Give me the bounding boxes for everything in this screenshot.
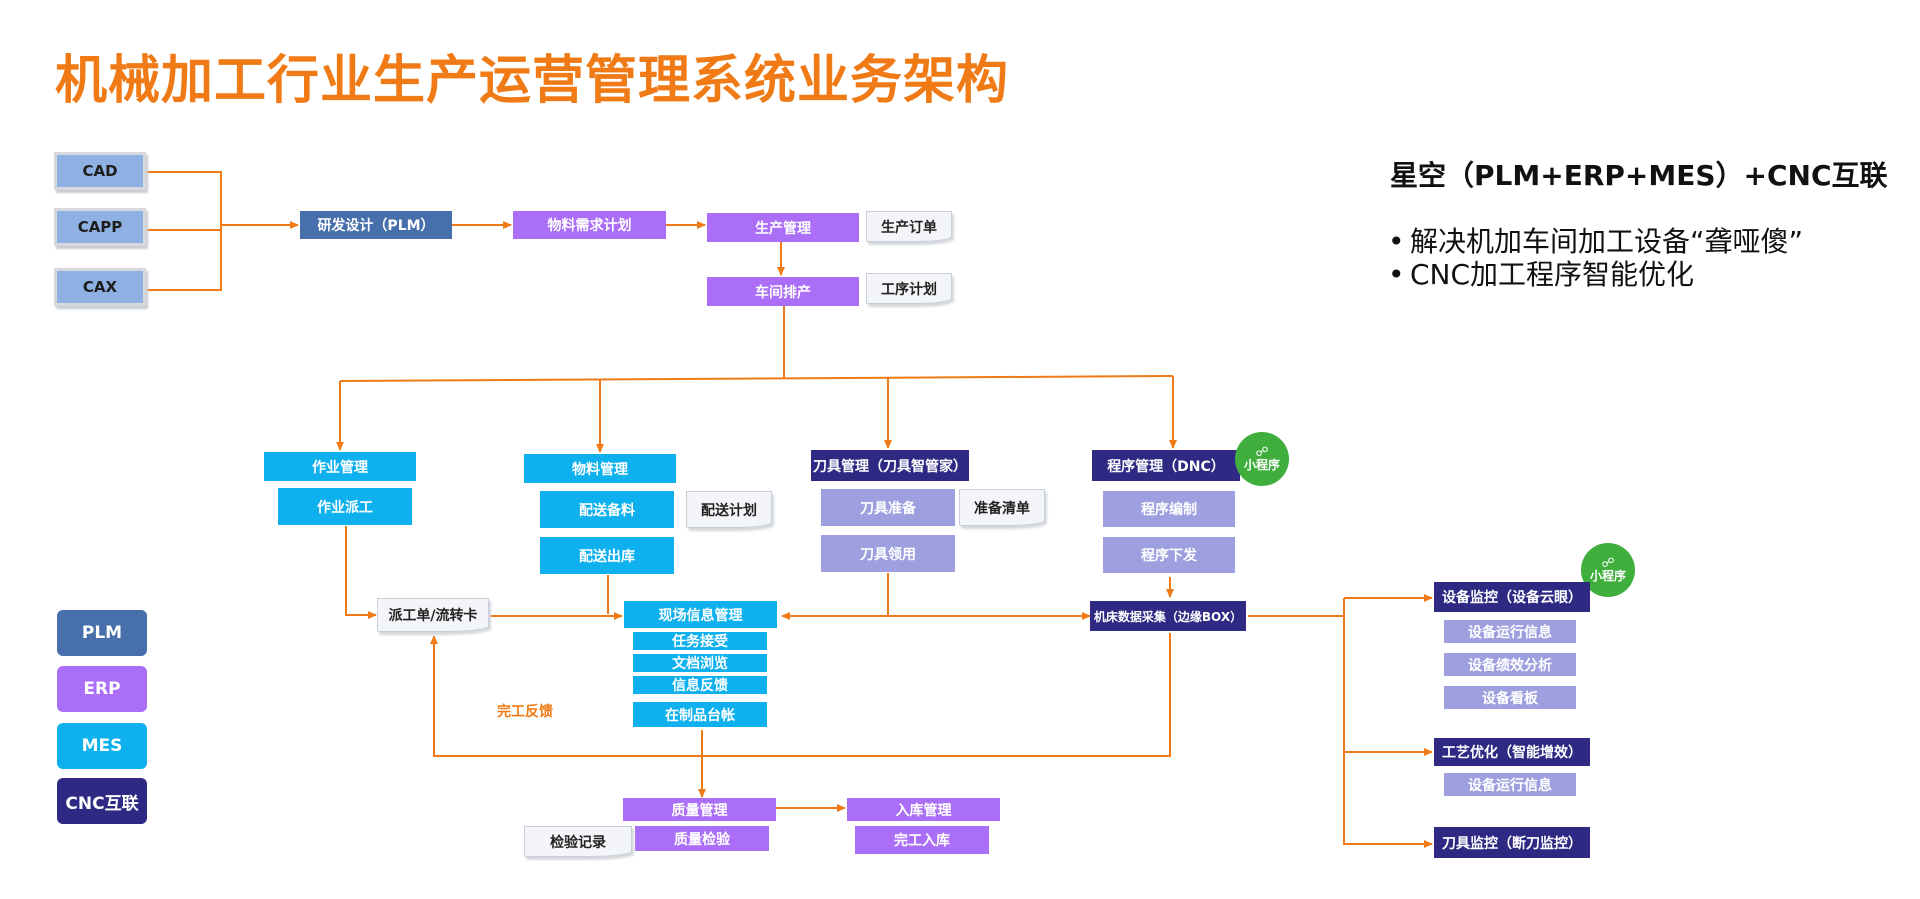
wip-ledger-node: 在制品台帐 (633, 702, 767, 727)
program-edit-node: 程序编制 (1103, 491, 1235, 527)
warehouse-mgmt-node: 入库管理 (847, 798, 1000, 821)
bullet-item: •解决机加车间加工设备“聋哑傻” (1388, 225, 1804, 258)
process-plan-doc: 工序计划 (866, 273, 952, 304)
inspection-record-doc: 检验记录 (524, 826, 632, 857)
equip-monitor-node: 设备监控（设备云眼） (1434, 582, 1590, 612)
side-bullets: •解决机加车间加工设备“聋哑傻” •CNC加工程序智能优化 (1388, 225, 1803, 291)
bullet-item: •CNC加工程序智能优化 (1388, 258, 1695, 291)
source-cax: CAX (54, 268, 146, 306)
doc-browse-node: 文档浏览 (633, 654, 767, 672)
tool-mgmt-node: 刀具管理（刀具智管家） (811, 450, 969, 481)
page-title: 机械加工行业生产运营管理系统业务架构 (55, 51, 1010, 111)
legend-plm: PLM (57, 610, 147, 656)
mini-program-badge-dnc[interactable]: ☍ 小程序 (1235, 432, 1289, 486)
task-accept-node: 任务接受 (633, 632, 767, 650)
source-cad: CAD (54, 152, 146, 190)
legend-mes: MES (57, 723, 147, 769)
production-mgmt-node: 生产管理 (707, 213, 859, 242)
mini-program-badge-equip[interactable]: ☍ 小程序 (1581, 543, 1635, 597)
delivery-out-node: 配送出库 (540, 537, 674, 574)
production-order-doc: 生产订单 (866, 211, 952, 242)
material-mgmt-node: 物料管理 (524, 454, 676, 483)
link-icon: ☍ (1255, 445, 1269, 460)
machine-collect-node: 机床数据采集（边缘BOX） (1090, 601, 1246, 631)
job-mgmt-node: 作业管理 (264, 452, 416, 481)
source-capp: CAPP (54, 208, 146, 246)
completion-feedback-label: 完工反馈 (497, 704, 553, 720)
legend-erp: ERP (57, 666, 147, 712)
equip-board-node: 设备看板 (1444, 686, 1576, 709)
delivery-prep-node: 配送备料 (540, 491, 674, 528)
quality-mgmt-node: 质量管理 (623, 798, 776, 821)
finish-storage-node: 完工入库 (855, 826, 989, 854)
dispatch-card-doc: 派工单/流转卡 (377, 598, 489, 632)
tool-monitor-node: 刀具监控（断刀监控） (1434, 827, 1590, 858)
process-run-info-node: 设备运行信息 (1444, 773, 1576, 796)
tool-prep-node: 刀具准备 (821, 489, 955, 526)
program-mgmt-node: 程序管理（DNC） (1092, 450, 1240, 481)
info-feedback-node: 信息反馈 (633, 676, 767, 694)
plm-design-node: 研发设计（PLM） (300, 211, 452, 239)
site-info-node: 现场信息管理 (624, 601, 777, 628)
workshop-schedule-node: 车间排产 (707, 277, 859, 306)
material-demand-node: 物料需求计划 (513, 211, 666, 239)
legend-cnc: CNC互联 (57, 778, 147, 824)
job-dispatch-node: 作业派工 (278, 488, 412, 525)
program-issue-node: 程序下发 (1103, 537, 1235, 573)
delivery-plan-doc: 配送计划 (686, 491, 772, 528)
side-title: 星空（PLM+ERP+MES）+CNC互联 (1390, 159, 1888, 192)
equip-perf-node: 设备绩效分析 (1444, 653, 1576, 676)
process-opt-node: 工艺优化（智能增效） (1434, 738, 1590, 766)
quality-check-node: 质量检验 (635, 826, 769, 851)
prep-list-doc: 准备清单 (959, 489, 1045, 526)
equip-run-info-node: 设备运行信息 (1444, 620, 1576, 643)
link-icon: ☍ (1601, 556, 1615, 571)
tool-receive-node: 刀具领用 (821, 535, 955, 572)
